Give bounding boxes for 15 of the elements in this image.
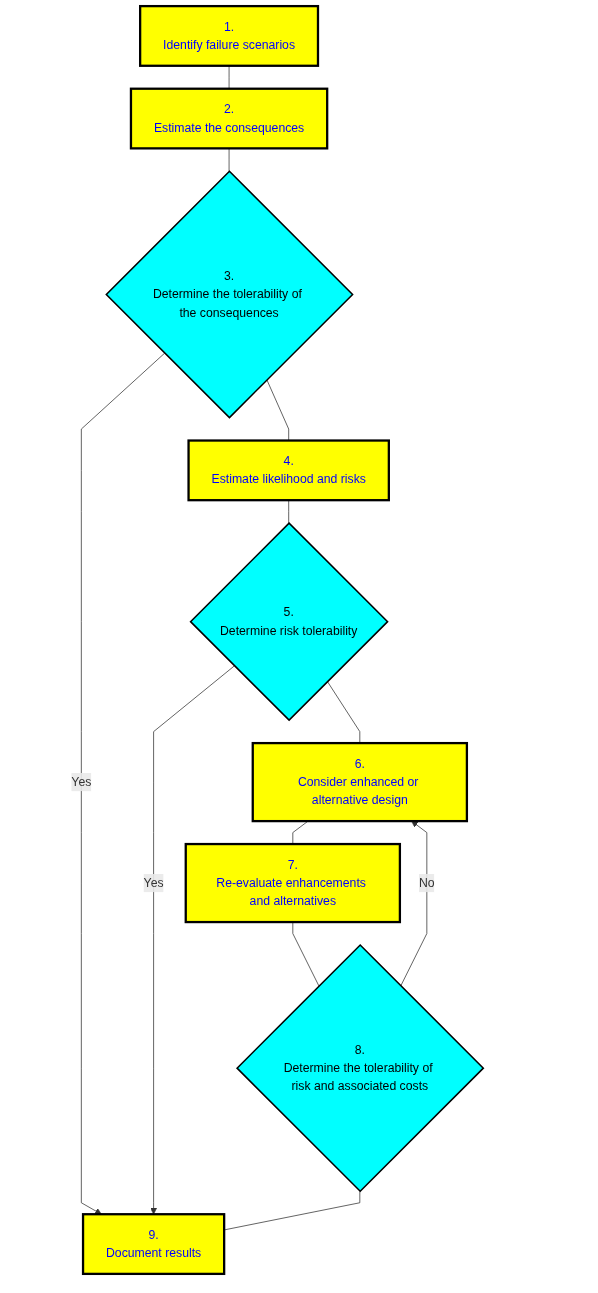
node-diamond: 5. Determine risk tolerability [189,522,389,722]
connector [266,379,290,441]
edge-label: Yes [71,775,92,789]
node-box: 7. Re-evaluate enhancements and alternatives [184,842,402,924]
node-diamond: 3. Determine the tolerability of the consequences [105,170,354,419]
node-box: 9. Document results [81,1213,226,1276]
node-box: 6. Consider enhanced or alternative design [251,741,469,823]
node-box: 1. Identify failure scenarios [139,4,320,67]
connector [228,148,230,172]
node-diamond: 8. Determine the tolerability of risk and associated costs [236,943,485,1193]
edge-label: Yes [143,876,164,890]
connector [327,681,361,744]
node-box: 4. Estimate likelihood and risks [187,439,390,502]
node-box: 2. Estimate the consequences [129,87,329,150]
edge-label: No [419,876,435,890]
